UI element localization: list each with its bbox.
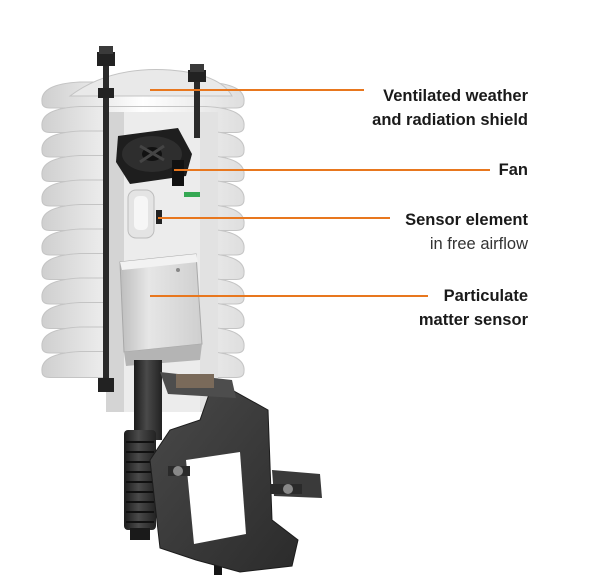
label-pm-line2: matter sensor — [418, 311, 528, 329]
label-pm-line1: Particulate — [443, 287, 528, 305]
label-ventilated-shield: Ventilated weather and radiation shield — [372, 84, 528, 132]
fan — [116, 128, 200, 197]
label-particulate-matter-sensor: Particulate matter sensor — [419, 284, 528, 332]
label-fan: Fan — [499, 158, 528, 182]
particulate-matter-sensor-box — [119, 253, 203, 366]
mounting-bracket — [149, 372, 322, 573]
label-sensor-line2: in free airflow — [429, 235, 528, 253]
label-fan-line1: Fan — [498, 161, 528, 179]
leader-lines — [150, 89, 490, 297]
threaded-rods — [97, 46, 206, 392]
label-shield-line2: and radiation shield — [372, 111, 528, 129]
label-sensor-element: Sensor element in free airflow — [405, 208, 528, 256]
label-shield-line1: Ventilated weather — [383, 87, 528, 105]
shield-top-cap — [68, 69, 233, 97]
label-sensor-line1: Sensor element — [405, 211, 528, 229]
